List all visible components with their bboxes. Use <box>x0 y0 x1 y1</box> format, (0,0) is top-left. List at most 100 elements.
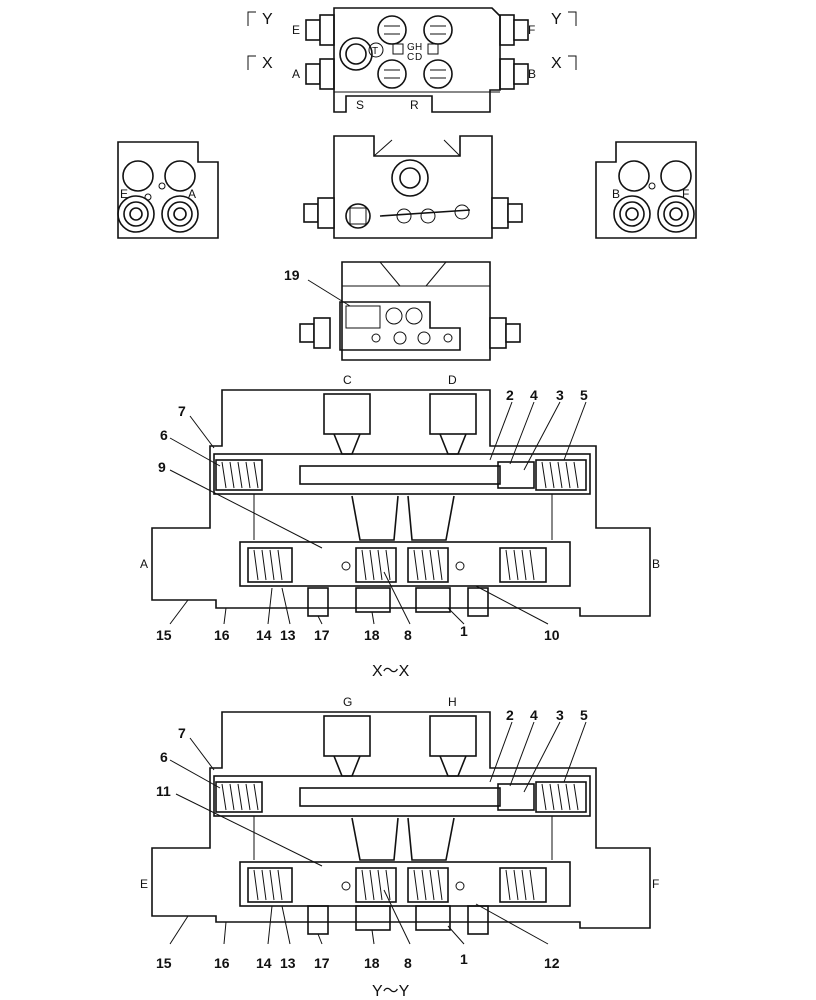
section-x-port-d-neck <box>439 433 467 455</box>
side-right-fitting-inner <box>663 201 689 227</box>
port-d-label: D <box>415 52 422 63</box>
section-y-plug-17 <box>307 905 329 935</box>
section-x-lower-spring-left <box>247 547 293 583</box>
leader-y5 <box>563 721 587 783</box>
callout-y-18: 18 <box>364 955 380 971</box>
section-mark-y-right-label: Y <box>551 11 562 28</box>
side-left-fitting <box>161 195 199 233</box>
leader-y8 <box>383 889 411 945</box>
section-y-port-h: H <box>448 695 457 709</box>
leader-x18 <box>371 611 375 625</box>
callout-y-11: 11 <box>156 783 171 799</box>
leader-y6 <box>169 759 221 789</box>
port-c-label: C <box>407 52 414 63</box>
callout-x-14: 14 <box>256 627 272 643</box>
section-x-port-b: B <box>652 557 660 571</box>
bottom-hole <box>417 331 431 345</box>
callout-x-2: 2 <box>506 387 514 403</box>
callout-y-15: 15 <box>156 955 172 971</box>
bottom-plate <box>339 301 461 351</box>
section-x-plug-18b <box>415 587 451 613</box>
section-y-upper-bore <box>213 775 591 817</box>
section-y-lower-spring-right <box>499 867 547 903</box>
section-x-ball <box>455 561 465 571</box>
side-right-port-b: B <box>612 187 620 201</box>
fitting-b-nut <box>499 58 515 90</box>
section-y-port-f: F <box>652 877 659 891</box>
leader-x15 <box>169 599 189 625</box>
section-y-spring-coils <box>505 869 535 901</box>
section-x-plug-17 <box>307 587 329 617</box>
bottom-fitting-left <box>299 323 315 343</box>
front-fitting-right <box>507 203 523 223</box>
section-x-spring-coils <box>505 549 535 581</box>
section-x-upper-spool <box>299 465 501 485</box>
callout-y-1: 1 <box>460 951 468 967</box>
section-y-port-h-body <box>429 715 477 757</box>
section-x-port-d-body <box>429 393 477 435</box>
section-y-passage <box>407 817 455 861</box>
section-y-upper-piston <box>497 783 535 811</box>
front-body <box>333 135 493 239</box>
leader-y7 <box>189 737 215 771</box>
side-right-fitting-inner <box>619 201 645 227</box>
leader-x8 <box>383 571 411 625</box>
port-r-label: R <box>410 98 419 112</box>
section-x-lower-bore <box>239 541 571 587</box>
leader-x13 <box>281 587 291 625</box>
section-x-port-c-body <box>323 393 371 435</box>
leader-y15 <box>169 915 189 945</box>
port-t-bore <box>345 43 367 65</box>
section-y-upper-spring-right <box>535 781 587 813</box>
cap-top-left <box>377 15 407 45</box>
leader-x4 <box>509 401 535 465</box>
side-view-left: E A <box>117 141 219 239</box>
front-view <box>303 135 523 239</box>
leader-y3 <box>523 721 561 793</box>
port-s-label: S <box>356 98 364 112</box>
port-e-label: E <box>292 23 300 37</box>
section-y-port-g-neck <box>333 755 361 777</box>
leader-x2 <box>489 401 513 461</box>
leader-x16 <box>223 607 227 625</box>
side-right-cap <box>618 160 650 192</box>
section-x-spring-coils <box>361 549 391 581</box>
section-y-plug-18b <box>415 905 451 931</box>
section-x-passage <box>407 495 455 541</box>
bottom-hole <box>443 333 453 343</box>
front-hole <box>454 204 470 220</box>
section-x-plug-right <box>467 587 489 617</box>
section-x-spring-coils <box>221 461 259 489</box>
section-mark-x-right <box>568 55 577 70</box>
leader-y11 <box>175 793 323 867</box>
section-x-port-c: C <box>343 373 352 387</box>
port-h-label: H <box>415 42 422 53</box>
section-x-passage <box>351 495 399 541</box>
side-right-fitting <box>613 195 651 233</box>
bottom-hole <box>405 307 423 325</box>
side-left-fitting-inner <box>167 201 193 227</box>
side-view-right: B F <box>595 141 697 239</box>
section-x-port-a: A <box>140 557 148 571</box>
callout-x-18: 18 <box>364 627 380 643</box>
fitting-f <box>513 19 529 41</box>
section-y-ball <box>341 881 351 891</box>
section-y-body <box>151 711 651 929</box>
section-x-upper-spring-right <box>535 459 587 491</box>
section-mark-x-right-label: X <box>551 55 562 72</box>
section-x-port-d: D <box>448 373 457 387</box>
bottom-fitting-right-nut <box>489 317 507 349</box>
callout-y-16: 16 <box>214 955 230 971</box>
port-t-label: T <box>372 46 378 57</box>
section-x-lower-spring-mid-right <box>407 547 449 583</box>
side-left-fitting-inner <box>123 201 149 227</box>
front-port-boss <box>391 159 429 197</box>
section-mark-y-left <box>247 11 256 26</box>
callout-y-5: 5 <box>580 707 588 723</box>
side-right-cap <box>660 160 692 192</box>
front-fitting-left-nut <box>317 197 335 229</box>
port-f-label: F <box>528 23 535 37</box>
callout-x-5: 5 <box>580 387 588 403</box>
callout-y-12: 12 <box>544 955 560 971</box>
leader-x7 <box>189 415 215 449</box>
